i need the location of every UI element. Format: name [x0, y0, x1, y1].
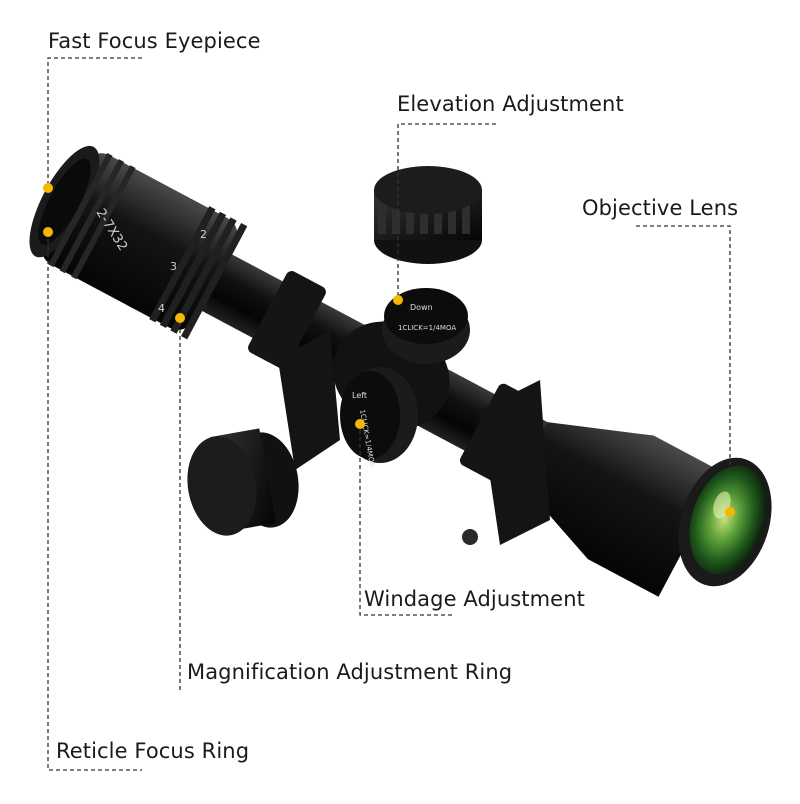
- elevation-cap: [374, 166, 482, 264]
- marker-fast-focus-eyepiece: [43, 183, 53, 193]
- leader-reticle-focus-ring: [47, 232, 142, 771]
- marker-magnification-ring: [175, 313, 185, 323]
- leader-elevation-adjustment: [397, 123, 496, 300]
- label-magnification-adjustment-ring: Magnification Adjustment Ring: [187, 660, 513, 684]
- mount-bases: [278, 330, 550, 545]
- label-reticle-focus-ring: Reticle Focus Ring: [56, 739, 250, 763]
- elevation-direction-text: Down: [410, 303, 433, 312]
- leader-objective-lens: [636, 225, 731, 470]
- objective-lens-face: [678, 457, 772, 587]
- elevation-click-text: 1CLICK=1/4MOA: [398, 324, 456, 332]
- leader-lines: [47, 57, 731, 771]
- elevation-turret: Down 1CLICK=1/4MOA: [382, 288, 470, 364]
- windage-direction-text: Left: [352, 391, 367, 400]
- leader-windage-adjustment: [359, 424, 452, 616]
- marker-objective-lens: [725, 507, 735, 517]
- marker-windage-adjustment: [355, 419, 365, 429]
- windage-turret: Left 1CLICK=1/4MOA: [340, 367, 418, 468]
- marker-elevation-adjustment: [393, 295, 403, 305]
- mag-marking-2: 2: [200, 228, 207, 241]
- mag-marking-3: 3: [170, 260, 177, 273]
- label-fast-focus-eyepiece: Fast Focus Eyepiece: [48, 29, 261, 53]
- windage-cap: [187, 428, 299, 536]
- mag-marking-4: 4: [158, 302, 165, 315]
- leader-fast-focus-eyepiece: [47, 57, 142, 188]
- label-windage-adjustment: Windage Adjustment: [364, 587, 585, 611]
- callout-markers: [43, 183, 735, 517]
- marker-reticle-focus-ring: [43, 227, 53, 237]
- label-objective-lens: Objective Lens: [582, 196, 739, 220]
- label-elevation-adjustment: Elevation Adjustment: [397, 92, 624, 116]
